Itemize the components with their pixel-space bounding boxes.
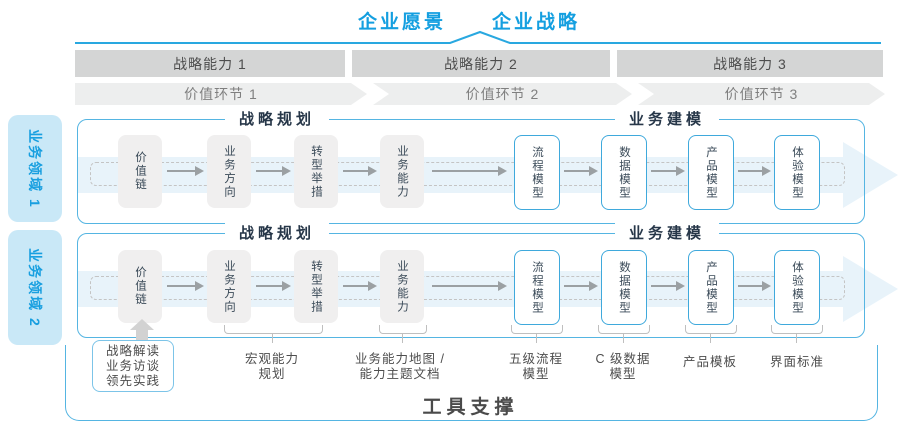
flow-arrow xyxy=(738,166,771,176)
section-header-planning-row1: 战略规划 xyxy=(224,108,330,129)
box-product-model-row2: 产品模型 xyxy=(688,250,734,325)
annotation-data-model: C 级数据 模型 xyxy=(595,352,651,381)
bracket-stub xyxy=(623,333,624,343)
box-label: 转型举措 xyxy=(310,259,322,314)
flow-arrow xyxy=(256,281,291,291)
box-label: 数据模型 xyxy=(618,260,630,315)
flow-arrow xyxy=(564,281,598,291)
capability-band-segment-2: 战略能力 2 xyxy=(352,50,610,77)
bracket-process-model xyxy=(511,325,563,334)
flow-arrow xyxy=(256,166,291,176)
value-band-segment-1: 价值环节 1 xyxy=(75,83,367,105)
flow-band-arrowhead-row2 xyxy=(843,256,898,322)
box-label: 价值链 xyxy=(134,266,146,307)
value-label-3: 价值环节 3 xyxy=(724,86,799,102)
domain-text-2: 业务领域 2 xyxy=(27,247,43,328)
flow-arrow xyxy=(343,281,377,291)
capability-label-2: 战略能力 2 xyxy=(444,55,518,72)
flow-arrow xyxy=(651,281,685,291)
annotation-practices: 战略解读 业务访谈 领先实践 xyxy=(92,340,174,392)
box-data-model-row1: 数据模型 xyxy=(601,135,647,210)
box-label: 转型举措 xyxy=(310,144,322,199)
box-value-chain-row2: 价值链 xyxy=(118,250,162,323)
box-business-direction-row1: 业务方向 xyxy=(207,135,251,208)
box-business-direction-row2: 业务方向 xyxy=(207,250,251,323)
value-label-1: 价值环节 1 xyxy=(184,86,258,102)
tool-support-container xyxy=(65,345,878,421)
flow-arrow xyxy=(564,166,598,176)
domain-label-1: 业务领域 1 xyxy=(8,115,62,222)
annotation-product-template: 产品模板 xyxy=(682,355,737,369)
tool-support-label: 工具支撑 xyxy=(422,397,519,418)
capability-label-3: 战略能力 3 xyxy=(713,55,787,72)
box-label: 产品模型 xyxy=(705,145,717,200)
vision-title: 企业愿景 xyxy=(357,12,446,33)
box-label: 业务方向 xyxy=(223,259,235,314)
section-header-modeling-row1: 业务建模 xyxy=(614,108,720,129)
bracket-data-model xyxy=(598,325,650,334)
header-divider-line xyxy=(75,30,881,44)
box-label: 数据模型 xyxy=(618,145,630,200)
flow-arrow xyxy=(343,166,377,176)
up-arrow-shaft xyxy=(136,329,148,342)
bracket-capability-map xyxy=(379,325,427,334)
capability-label-1: 战略能力 1 xyxy=(173,55,247,72)
capability-band-segment-3: 战略能力 3 xyxy=(617,50,883,77)
box-label: 产品模型 xyxy=(705,260,717,315)
section-header-planning-row2: 战略规划 xyxy=(224,222,330,243)
box-label: 业务方向 xyxy=(223,144,235,199)
flow-arrow xyxy=(432,281,507,291)
flow-band-arrowhead-row1 xyxy=(843,142,898,208)
box-label: 流程模型 xyxy=(531,260,543,315)
box-product-model-row1: 产品模型 xyxy=(688,135,734,210)
bracket-stub xyxy=(402,333,403,343)
box-experience-model-row1: 体验模型 xyxy=(774,135,820,210)
bracket-product-template xyxy=(685,325,737,334)
box-process-model-row1: 流程模型 xyxy=(514,135,560,210)
dashed-track-row1 xyxy=(90,162,845,186)
annotation-ui-standard: 界面标准 xyxy=(769,355,824,369)
annotation-macro-capability: 宏观能力 规划 xyxy=(244,352,299,381)
box-label: 业务能力 xyxy=(396,144,408,199)
bracket-macro-capability xyxy=(224,325,323,334)
box-business-capability-row2: 业务能力 xyxy=(380,250,424,323)
capability-band-segment-1: 战略能力 1 xyxy=(75,50,345,77)
bracket-ui-standard xyxy=(771,325,823,334)
flow-arrow xyxy=(167,281,204,291)
flow-arrow xyxy=(651,166,685,176)
bracket-stub xyxy=(710,333,711,343)
box-label: 体验模型 xyxy=(791,260,803,315)
box-transformation-row1: 转型举措 xyxy=(294,135,338,208)
box-experience-model-row2: 体验模型 xyxy=(774,250,820,325)
box-business-capability-row1: 业务能力 xyxy=(380,135,424,208)
bracket-stub xyxy=(536,333,537,343)
box-label: 业务能力 xyxy=(396,259,408,314)
value-band-segment-3: 价值环节 3 xyxy=(638,83,885,105)
box-label: 价值链 xyxy=(134,151,146,192)
strategy-title: 企业战略 xyxy=(492,12,581,33)
value-label-2: 价值环节 2 xyxy=(465,86,540,102)
value-band-segment-2: 价值环节 2 xyxy=(373,83,632,105)
box-transformation-row2: 转型举措 xyxy=(294,250,338,323)
page-title: 企业愿景 企业战略 xyxy=(358,7,580,34)
box-process-model-row2: 流程模型 xyxy=(514,250,560,325)
box-data-model-row2: 数据模型 xyxy=(601,250,647,325)
flow-arrow xyxy=(738,281,771,291)
annotation-capability-map: 业务能力地图 / 能力主题文档 xyxy=(355,352,445,381)
section-header-modeling-row2: 业务建模 xyxy=(614,222,720,243)
dashed-track-row2 xyxy=(90,276,845,300)
bracket-stub xyxy=(796,333,797,343)
domain-text-1: 业务领域 1 xyxy=(27,128,43,209)
annotation-process-model: 五级流程 模型 xyxy=(508,352,563,381)
row-frame-1 xyxy=(77,119,865,224)
box-value-chain-row1: 价值链 xyxy=(118,135,162,208)
flow-arrow xyxy=(167,166,204,176)
up-arrow-icon xyxy=(130,319,154,330)
domain-label-2: 业务领域 2 xyxy=(8,230,62,345)
box-label: 体验模型 xyxy=(791,145,803,200)
row-frame-2 xyxy=(77,233,865,338)
bracket-stub xyxy=(272,333,273,343)
box-label: 流程模型 xyxy=(531,145,543,200)
flow-arrow xyxy=(432,166,507,176)
